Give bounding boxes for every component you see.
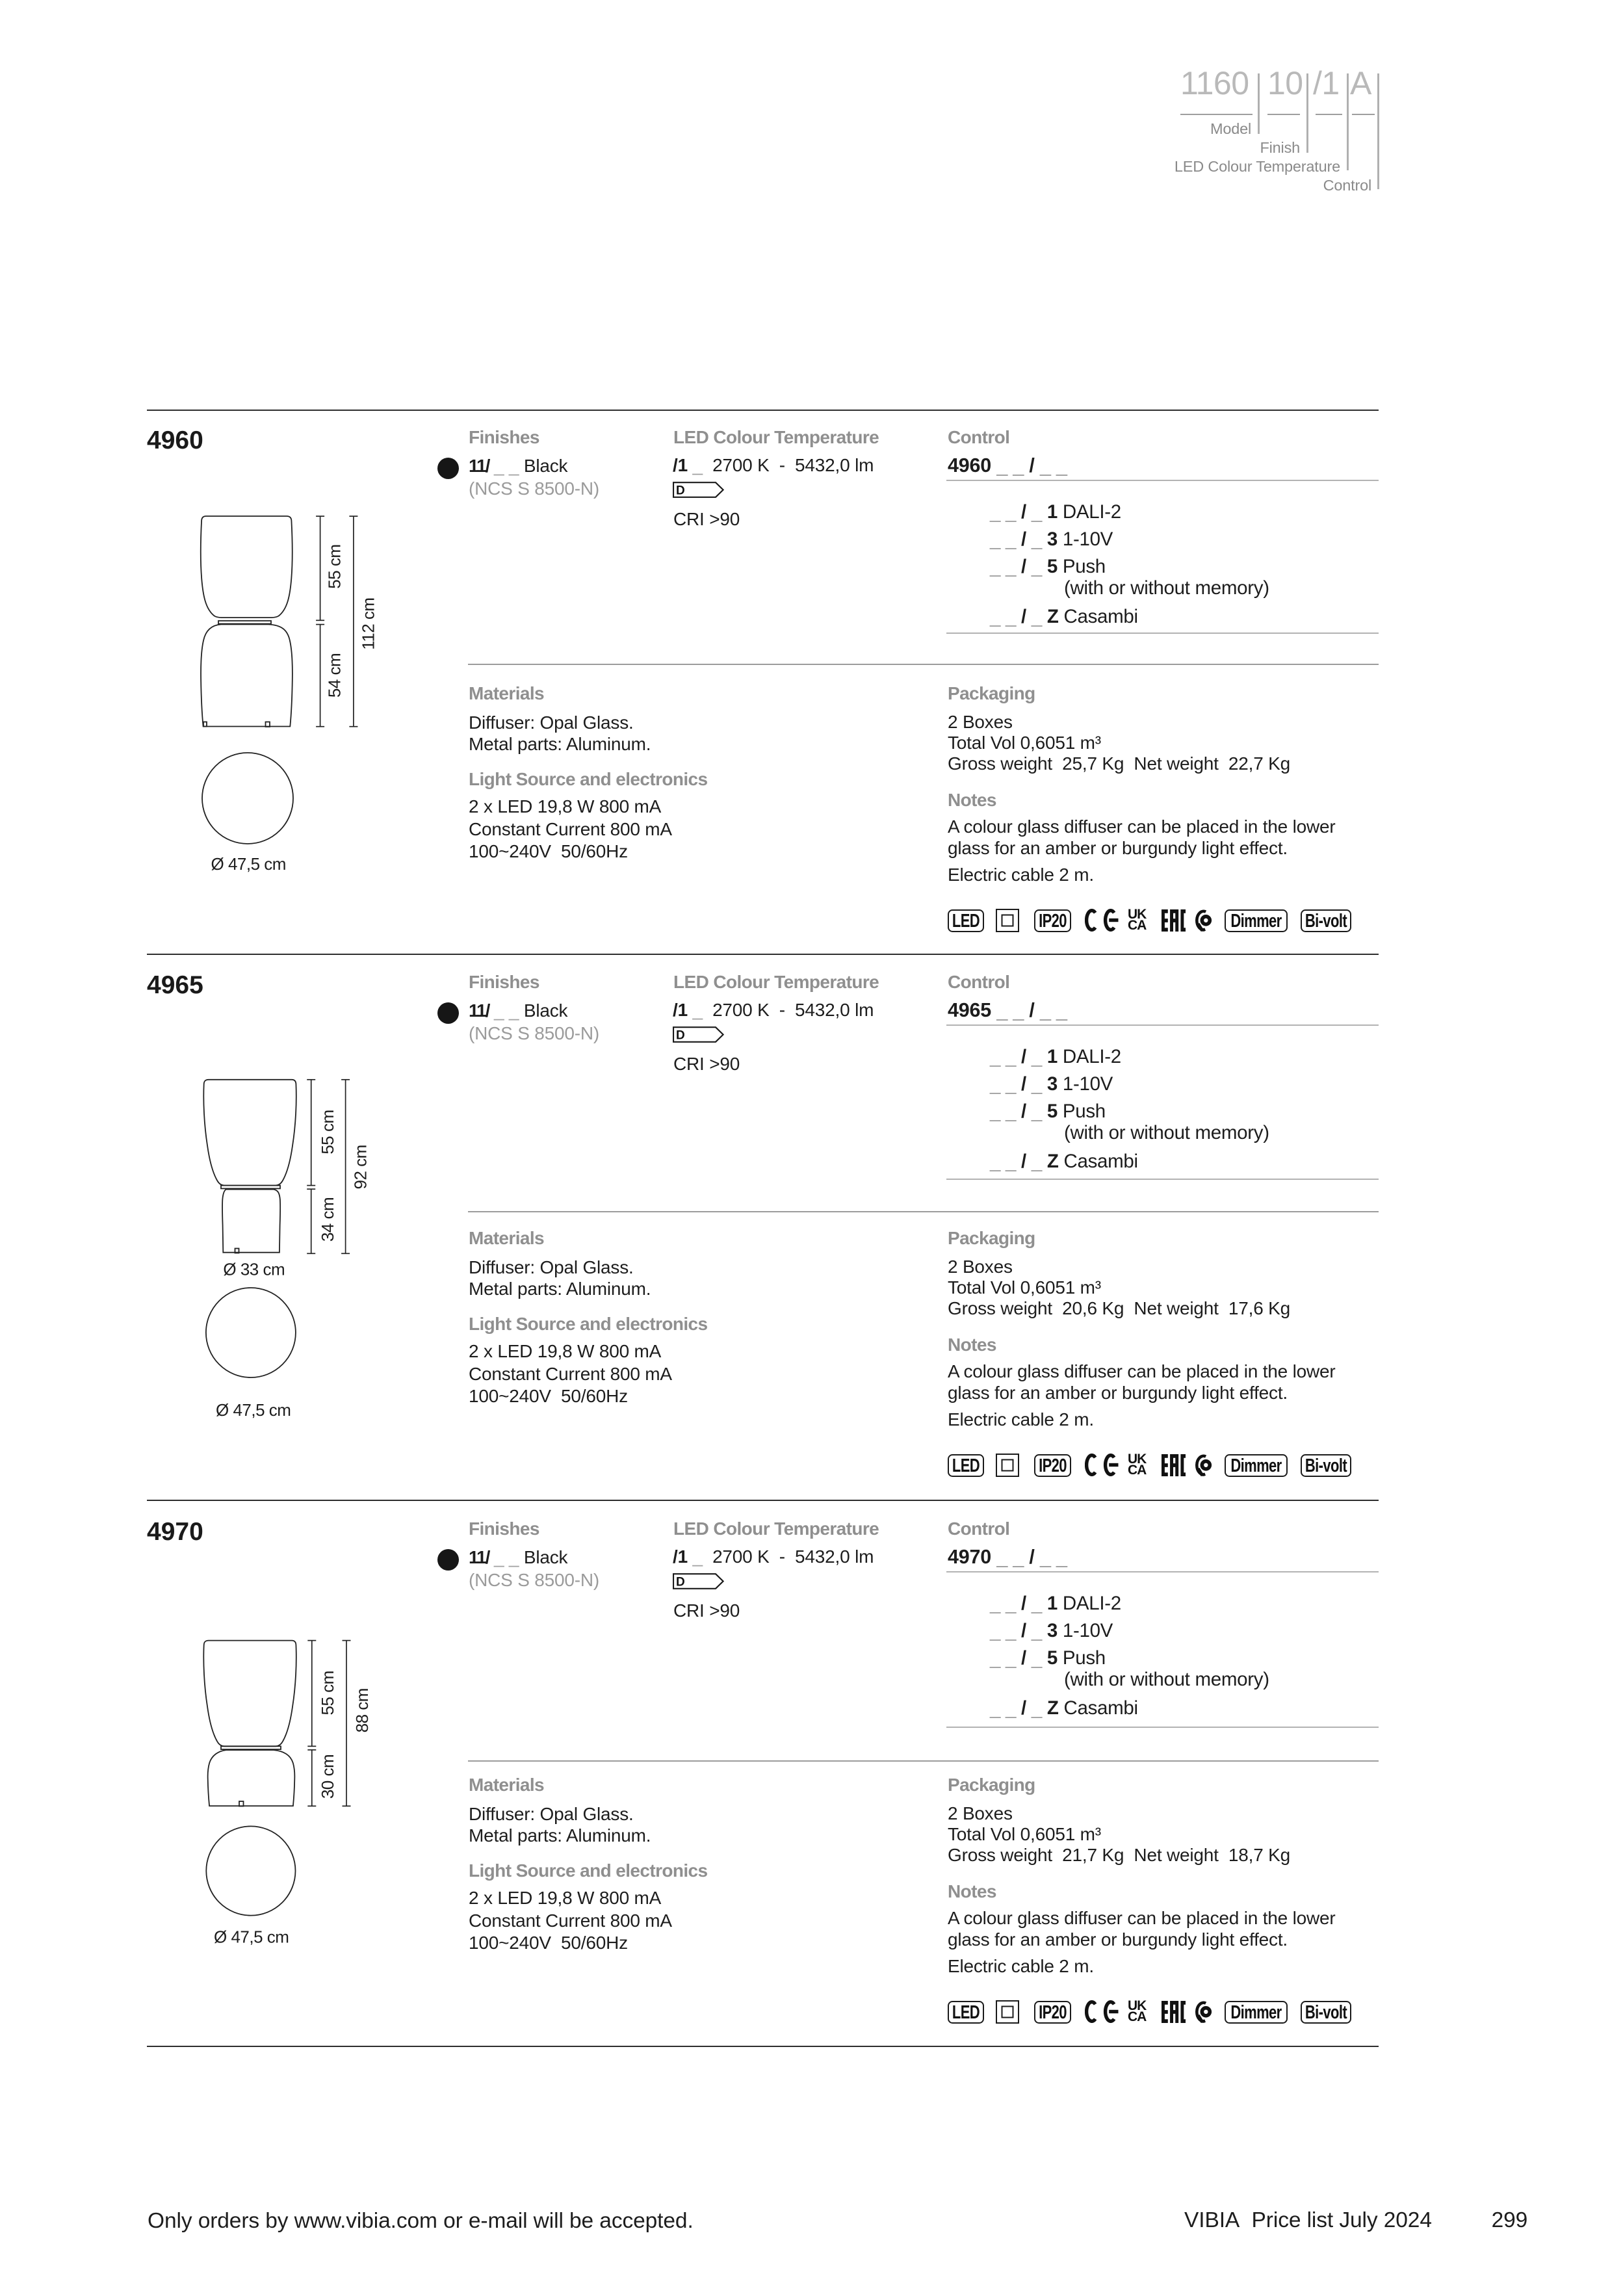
svg-text:D: D	[676, 484, 685, 498]
svg-text:Ø 47,5 cm: Ø 47,5 cm	[216, 1400, 291, 1420]
svg-text:Ø 47,5 cm: Ø 47,5 cm	[214, 1927, 289, 1947]
svg-text:54 cm: 54 cm	[325, 653, 344, 698]
svg-text:88 cm: 88 cm	[352, 1688, 372, 1732]
svg-text:D: D	[676, 1029, 685, 1043]
svg-text:30 cm: 30 cm	[318, 1755, 337, 1799]
svg-text:55 cm: 55 cm	[318, 1671, 337, 1715]
svg-text:34 cm: 34 cm	[318, 1197, 337, 1242]
svg-text:55 cm: 55 cm	[318, 1110, 337, 1154]
svg-text:92 cm: 92 cm	[351, 1145, 370, 1189]
svg-text:112 cm: 112 cm	[358, 597, 378, 649]
svg-text:Ø 47,5 cm: Ø 47,5 cm	[211, 854, 286, 874]
svg-text:D: D	[676, 1576, 685, 1589]
svg-text:Ø 33 cm: Ø 33 cm	[223, 1260, 285, 1279]
svg-text:55 cm: 55 cm	[325, 544, 344, 588]
